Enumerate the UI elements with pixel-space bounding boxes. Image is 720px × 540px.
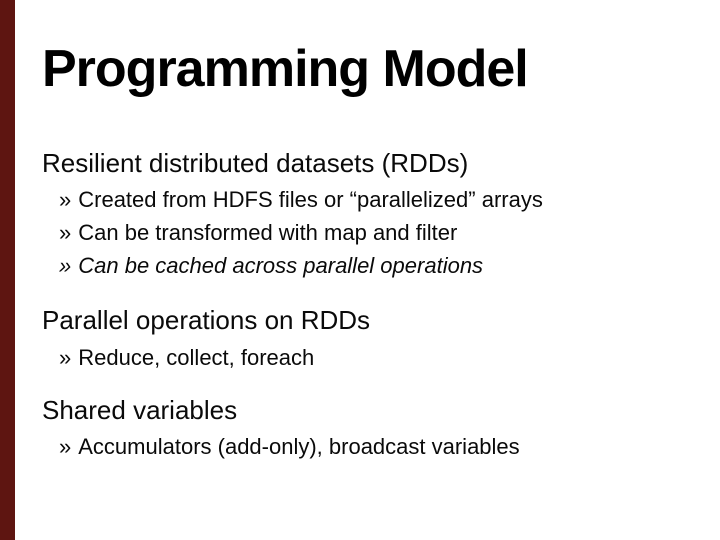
guillemet-bullet-icon: »: [59, 434, 72, 459]
bullet-item: » Can be transformed with map and filter: [59, 220, 543, 253]
slide-title: Programming Model: [42, 40, 529, 98]
guillemet-bullet-icon: »: [59, 345, 72, 370]
left-accent-bar: [0, 0, 15, 540]
section-heading-shared-variables: Shared variables: [42, 395, 238, 425]
guillemet-bullet-icon: »: [59, 253, 72, 278]
bullet-text: Reduce, collect, foreach: [78, 345, 315, 370]
bullet-group-rdds: » Created from HDFS files or “paralleliz…: [59, 187, 543, 286]
bullet-item: » Accumulators (add-only), broadcast var…: [59, 434, 520, 467]
bullet-group-parallel-ops: » Reduce, collect, foreach: [59, 345, 314, 378]
bullet-item: » Can be cached across parallel operatio…: [59, 253, 543, 286]
bullet-item: » Reduce, collect, foreach: [59, 345, 314, 378]
bullet-group-shared-variables: » Accumulators (add-only), broadcast var…: [59, 434, 520, 467]
section-heading-rdds: Resilient distributed datasets (RDDs): [42, 148, 469, 178]
bullet-item: » Created from HDFS files or “paralleliz…: [59, 187, 543, 220]
bullet-text: Accumulators (add-only), broadcast varia…: [78, 434, 520, 459]
bullet-text: Can be transformed with map and filter: [78, 220, 458, 245]
guillemet-bullet-icon: »: [59, 187, 72, 212]
bullet-text: Can be cached across parallel operations: [78, 253, 484, 278]
guillemet-bullet-icon: »: [59, 220, 72, 245]
bullet-text: Created from HDFS files or “parallelized…: [78, 187, 543, 212]
section-heading-parallel-ops: Parallel operations on RDDs: [42, 305, 371, 335]
